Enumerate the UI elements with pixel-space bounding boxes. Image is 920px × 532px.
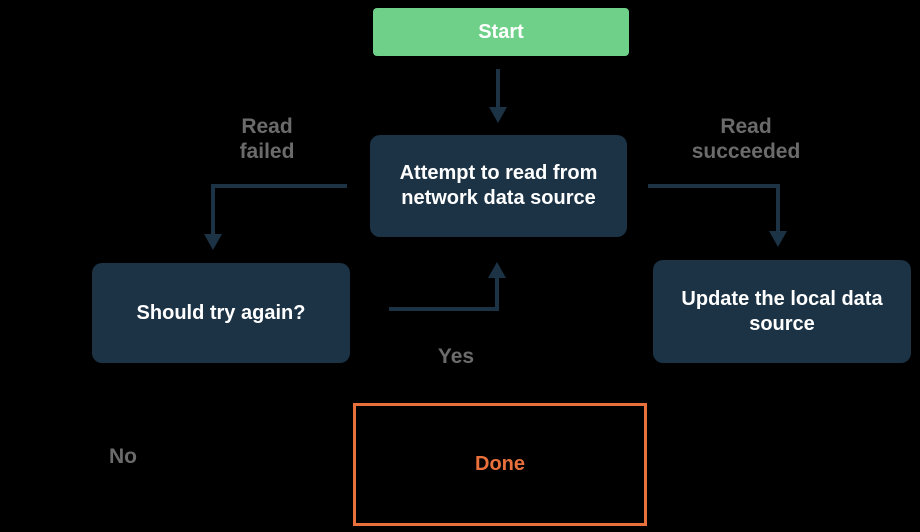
start-node: Start [373, 8, 629, 56]
attempt-read-node: Attempt to read from network data source [370, 135, 627, 237]
done-node: Done [353, 403, 647, 526]
edge-label-read-failed-line2: failed [239, 140, 295, 163]
edge-label-no: No [109, 445, 137, 468]
attempt-read-node-label: Attempt to read from network data source [399, 162, 598, 209]
arrow-attempt-to-update-icon [648, 184, 787, 247]
edge-label-read-succeeded: Read succeeded [666, 114, 826, 164]
should-try-again-node: Should try again? [92, 263, 350, 363]
edge-label-yes: Yes [437, 345, 475, 368]
edge-label-read-succeeded-line1: Read [720, 115, 772, 138]
should-try-again-node-label: Should try again? [136, 301, 306, 324]
edge-label-read-succeeded-line2: succeeded [691, 140, 801, 163]
edge-label-read-failed: Read failed [187, 114, 347, 164]
update-local-node-label: Update the local data source [681, 287, 883, 335]
arrow-should-to-attempt-icon [389, 262, 506, 311]
done-node-label: Done [475, 453, 525, 475]
edge-label-read-failed-line1: Read [241, 115, 293, 138]
update-local-node: Update the local data source [653, 260, 911, 363]
start-node-label: Start [478, 20, 524, 43]
arrow-start-to-attempt-icon [489, 69, 507, 123]
arrow-attempt-to-should-icon [204, 184, 347, 250]
